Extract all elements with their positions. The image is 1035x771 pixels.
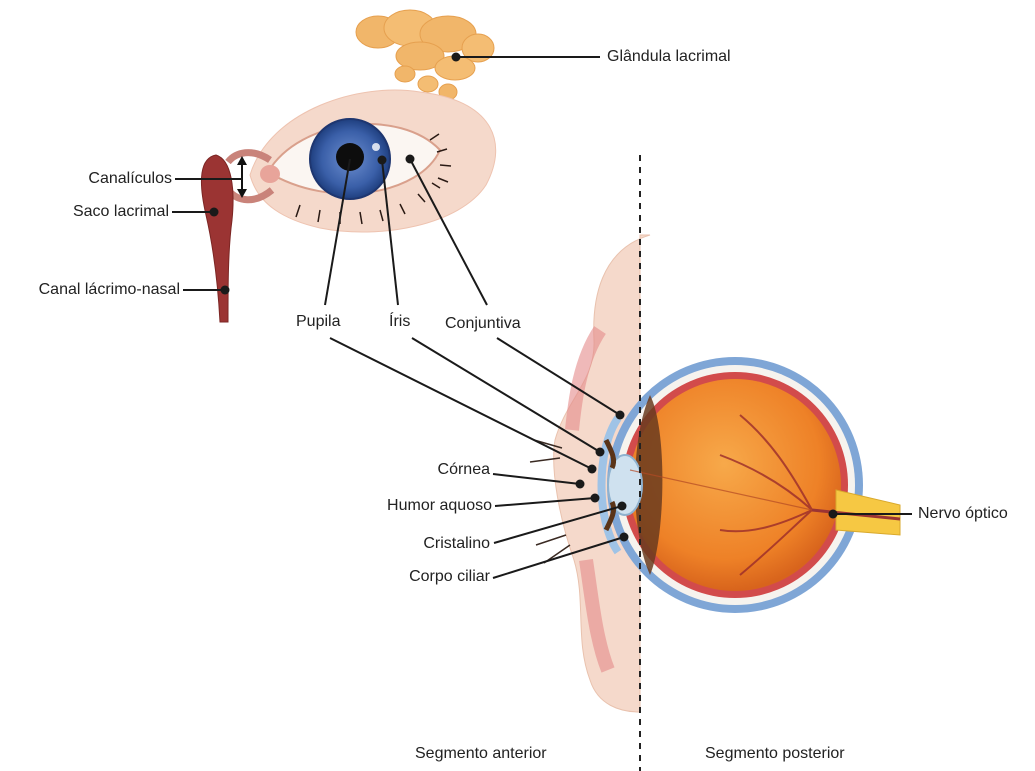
label-cristalino: Cristalino — [423, 534, 490, 554]
label-humor-aquoso: Humor aquoso — [387, 496, 492, 516]
label-canal-lacrimo-nasal: Canal lácrimo-nasal — [39, 280, 180, 300]
label-segmento-anterior: Segmento anterior — [415, 744, 547, 764]
label-iris: Íris — [389, 312, 410, 332]
label-corpo-ciliar: Corpo ciliar — [409, 567, 490, 587]
label-pupila: Pupila — [296, 312, 340, 332]
lacrimal-gland — [356, 10, 494, 100]
label-nervo-optico: Nervo óptico — [918, 504, 1008, 524]
label-segmento-posterior: Segmento posterior — [705, 744, 845, 764]
sagittal-eye — [530, 235, 900, 712]
external-eye — [250, 90, 496, 232]
label-cornea: Córnea — [438, 460, 490, 480]
canaliculos-arrow — [237, 156, 247, 198]
label-canaliculos: Canalículos — [88, 169, 172, 189]
label-glandula-lacrimal: Glândula lacrimal — [607, 47, 731, 67]
label-conjuntiva: Conjuntiva — [445, 314, 521, 334]
label-saco-lacrimal: Saco lacrimal — [73, 202, 169, 222]
